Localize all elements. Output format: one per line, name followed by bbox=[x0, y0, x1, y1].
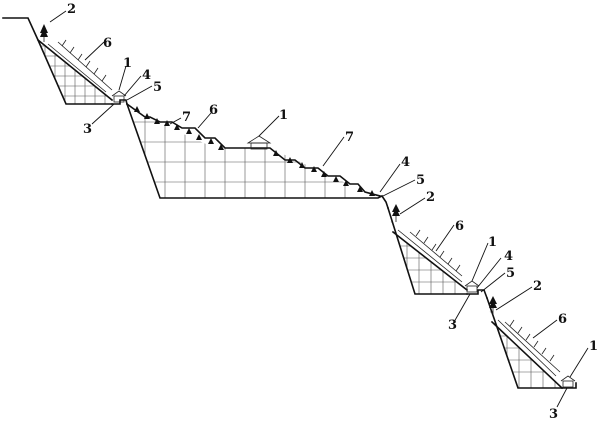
callout-labels: 2 6 1 4 5 3 7 6 1 7 4 5 2 6 1 4 5 3 2 6 … bbox=[67, 2, 598, 422]
section-a-ground-profile bbox=[2, 17, 113, 105]
section-d-rails bbox=[504, 319, 561, 373]
callout-6-section-b: 6 bbox=[209, 103, 218, 118]
section-d-retaining-line bbox=[497, 319, 557, 377]
section-c-ground-profile bbox=[386, 206, 468, 295]
callout-4-section-b: 4 bbox=[401, 155, 410, 170]
callout-5-section-c: 5 bbox=[506, 266, 515, 281]
callout-1-section-d: 1 bbox=[589, 339, 598, 354]
slope-section-b bbox=[125, 102, 390, 210]
callout-4-section-a: 4 bbox=[142, 68, 151, 83]
callout-3-section-c: 3 bbox=[448, 318, 457, 333]
section-c-to-d-connector bbox=[466, 289, 489, 300]
section-a-rails bbox=[57, 39, 113, 91]
callout-2-section-c: 2 bbox=[426, 190, 435, 205]
section-a-slope-face bbox=[36, 38, 114, 102]
callout-6-section-d: 6 bbox=[558, 312, 567, 327]
section-b-house bbox=[246, 135, 272, 150]
section-c-retaining-line bbox=[397, 229, 463, 283]
callout-5-section-b: 5 bbox=[416, 173, 425, 188]
callout-7-section-b-right: 7 bbox=[345, 130, 354, 145]
callout-2-top-left: 2 bbox=[67, 2, 76, 17]
section-d-end-profile bbox=[561, 382, 577, 389]
callout-5-section-a: 5 bbox=[153, 80, 162, 95]
section-b-ground-profile bbox=[125, 102, 384, 199]
callout-4-section-c: 4 bbox=[504, 249, 513, 264]
section-c-trees bbox=[392, 204, 400, 222]
section-d-trees bbox=[489, 296, 497, 314]
leader-lines bbox=[49, 10, 589, 408]
callout-1-section-b: 1 bbox=[279, 108, 288, 123]
callout-3-section-d: 3 bbox=[549, 407, 558, 422]
section-d-slope-face bbox=[490, 320, 564, 390]
slope-section-d bbox=[485, 296, 577, 390]
section-c-slope-face bbox=[391, 230, 469, 292]
callout-7-section-b-left: 7 bbox=[182, 110, 191, 125]
section-b-to-c-connector bbox=[380, 194, 390, 210]
section-a-retaining-line bbox=[47, 43, 107, 93]
section-c-drain-box bbox=[464, 280, 480, 293]
slope-section-c bbox=[386, 204, 489, 300]
section-a-to-b-connector bbox=[111, 99, 128, 105]
slope-section-a bbox=[2, 17, 128, 105]
section-a-drain-box bbox=[111, 90, 127, 103]
section-d-drain-box bbox=[560, 375, 576, 388]
section-b-shrubs bbox=[134, 106, 375, 196]
section-a-trees bbox=[40, 24, 48, 42]
callout-6-section-a: 6 bbox=[103, 36, 112, 51]
section-c-rails bbox=[409, 229, 463, 277]
callout-2-section-d: 2 bbox=[533, 279, 542, 294]
callout-3-section-a: 3 bbox=[83, 122, 92, 137]
section-d-ground-profile bbox=[485, 296, 563, 389]
callout-6-section-c: 6 bbox=[455, 219, 464, 234]
callout-1-section-a: 1 bbox=[123, 56, 132, 71]
callout-1-section-c: 1 bbox=[488, 235, 497, 250]
